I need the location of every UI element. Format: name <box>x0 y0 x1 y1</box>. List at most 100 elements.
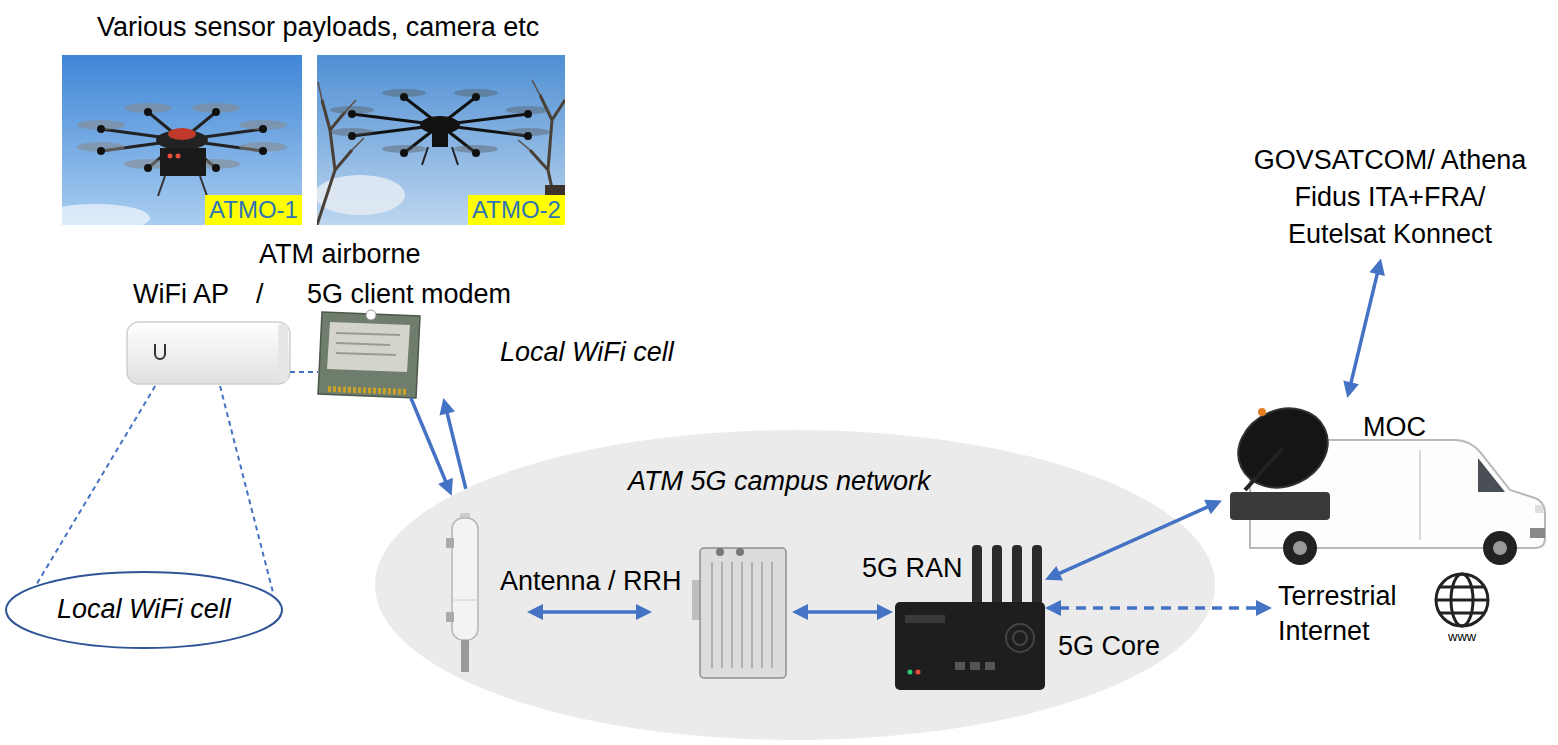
rrh-icon <box>736 548 744 556</box>
antenna-rrh-link-arrow <box>541 610 638 614</box>
modem-card-icon <box>327 322 410 372</box>
rrh-icon <box>721 562 723 668</box>
rrh-icon <box>741 562 743 668</box>
drone-photo-1 <box>62 55 302 225</box>
drone-photo-1 <box>97 147 105 155</box>
globe-icon <box>1436 599 1488 602</box>
drone-photo-2 <box>432 125 448 147</box>
node-text: 5G client modem <box>307 279 511 310</box>
drone-photo: ATMO-1 <box>62 55 302 225</box>
arrowhead <box>1369 259 1385 276</box>
drone-photo-1 <box>259 125 267 133</box>
annotation-label: Local WiFi cell <box>500 337 674 368</box>
moc-van-icon <box>1245 448 1283 490</box>
drone-photo: ATMO-2 <box>317 55 565 225</box>
moc-van-icon <box>1283 531 1317 565</box>
moc-van-icon <box>1293 541 1307 555</box>
ran-box-icon <box>972 545 982 605</box>
rrh-icon <box>711 562 713 668</box>
annotation-label: Various sensor payloads, camera etc <box>97 12 539 43</box>
connector <box>220 386 274 595</box>
internet: Terrestrial Internet www <box>1272 575 1500 655</box>
connector <box>290 372 318 373</box>
modem-card-icon <box>318 310 420 398</box>
drone-photo-2 <box>352 97 528 153</box>
ran-box-icon <box>970 662 980 670</box>
drone-photo-2 <box>400 149 408 157</box>
drone-photo-1 <box>62 204 150 225</box>
drone-photo-1 <box>144 108 152 116</box>
drone-photo-1 <box>176 154 181 159</box>
drone-photo-1 <box>97 125 105 133</box>
antenna-rrh: Antenna / RRH <box>440 510 792 682</box>
drone-photo-1 <box>160 148 206 176</box>
arrowhead <box>439 398 455 415</box>
drone-photo-1 <box>168 154 173 159</box>
arrowhead <box>438 478 453 496</box>
drone-photo-2 <box>348 110 356 118</box>
ran-box-icon <box>905 615 945 623</box>
wifi-ap-icon <box>155 344 165 359</box>
ran-core-unit: 5G RAN5G Core <box>893 540 1045 692</box>
globe-icon <box>1440 586 1484 589</box>
node-text: MOC <box>1363 412 1426 443</box>
node-text: ATMO-1 <box>205 195 302 225</box>
rrh-icon <box>731 562 733 668</box>
ran-box-icon <box>908 670 913 675</box>
drone-photo-2 <box>318 80 565 150</box>
modem-card-icon <box>318 312 420 398</box>
connector-line <box>806 610 879 614</box>
drone-photo-2 <box>348 132 356 140</box>
wifi-cell: Local WiFi cell <box>4 570 284 650</box>
network-area <box>375 430 1215 740</box>
drone-photo-1 <box>168 128 196 140</box>
drone-photo-2 <box>400 93 408 101</box>
antenna-icon <box>446 612 454 622</box>
arrowhead <box>1256 600 1272 616</box>
campus-network: ATM 5G campus networkAntenna / RRH5G RAN… <box>375 430 1215 740</box>
drone-photo-2 <box>452 147 458 165</box>
arrowhead <box>1343 381 1359 398</box>
drone-photo-2 <box>317 100 352 225</box>
drone-photo-2 <box>524 110 532 118</box>
connector-line <box>37 386 156 584</box>
moc-van-icon <box>1230 492 1330 520</box>
connector-line <box>447 412 466 489</box>
drone-photo-2 <box>472 93 480 101</box>
moc-van-icon <box>1419 450 1421 540</box>
wifi-ap-icon <box>127 322 290 384</box>
ran-box-icon <box>1006 624 1034 652</box>
drone-photo-1 <box>259 147 267 155</box>
cell-outline <box>6 572 282 648</box>
ran-box-icon <box>992 545 1002 605</box>
antenna-icon <box>452 518 478 640</box>
annotation-label: / <box>256 279 264 310</box>
connector-line <box>1351 272 1378 384</box>
rrh-icon <box>716 548 724 556</box>
moc-van-icon <box>1225 394 1545 565</box>
moc-van: MOC <box>1222 398 1544 556</box>
ran-box-icon <box>1013 631 1027 645</box>
moc-van-icon <box>1535 505 1543 513</box>
connector <box>1343 259 1385 399</box>
node-text: www <box>1448 629 1476 645</box>
drone-photo-1 <box>212 108 220 116</box>
drone-photo-2 <box>330 89 550 153</box>
moc-van-icon <box>1530 528 1545 538</box>
drone-photo-2 <box>524 132 532 140</box>
drone-photo-1 <box>212 164 220 172</box>
drone-photo-2 <box>317 95 565 225</box>
rrh-icon <box>761 562 763 668</box>
drone-photo-2 <box>422 147 428 165</box>
rrh-icon <box>700 548 786 678</box>
drone-photo-1 <box>200 176 207 196</box>
satellite-service: GOVSATCOM/ Athena Fidus ITA+FRA/ Eutelsa… <box>1247 136 1533 259</box>
ran-box-icon <box>916 670 921 675</box>
drone-photo-2 <box>472 149 480 157</box>
drone-photo-1 <box>144 164 152 172</box>
moc-van-icon <box>1493 541 1507 555</box>
node-text: Terrestrial Internet <box>1278 579 1428 649</box>
connector <box>37 386 156 584</box>
ran-box-icon <box>955 662 965 670</box>
